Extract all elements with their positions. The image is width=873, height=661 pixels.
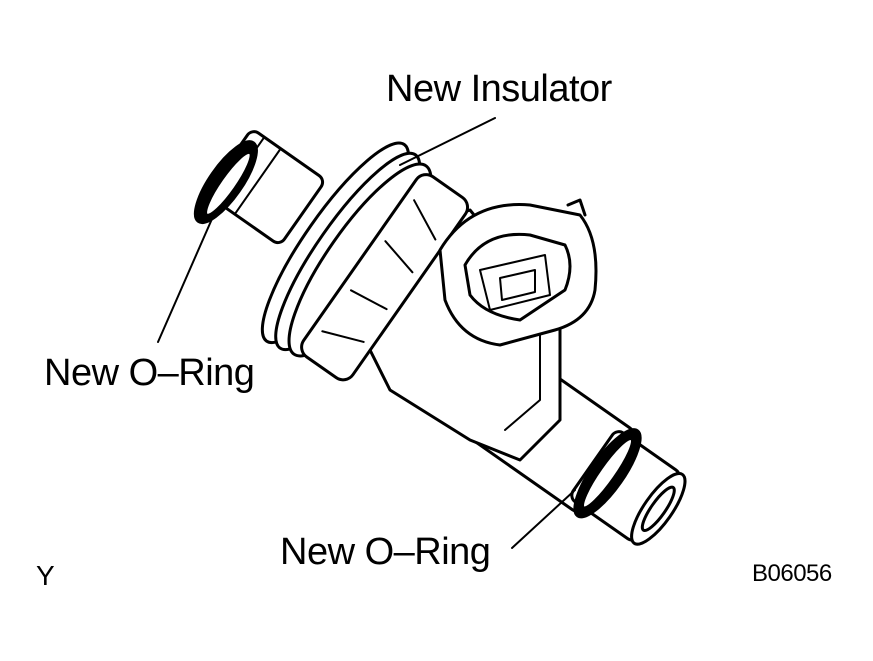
- upper-o-ring: [193, 140, 258, 225]
- insulator-leader-line: [399, 117, 496, 166]
- insulator-label: New Insulator: [386, 68, 612, 110]
- lower-o-ring-label: New O–Ring: [280, 531, 491, 573]
- lower-o-ring-leader-line: [511, 489, 576, 549]
- upper-o-ring-label: New O–Ring: [44, 352, 255, 394]
- lower-o-ring: [573, 428, 642, 519]
- upper-o-ring-leader-line: [157, 211, 216, 343]
- figure-code: B06056: [752, 560, 832, 587]
- insulator: [260, 141, 470, 382]
- electrical-connector: [438, 198, 598, 347]
- corner-letter: Y: [36, 560, 55, 591]
